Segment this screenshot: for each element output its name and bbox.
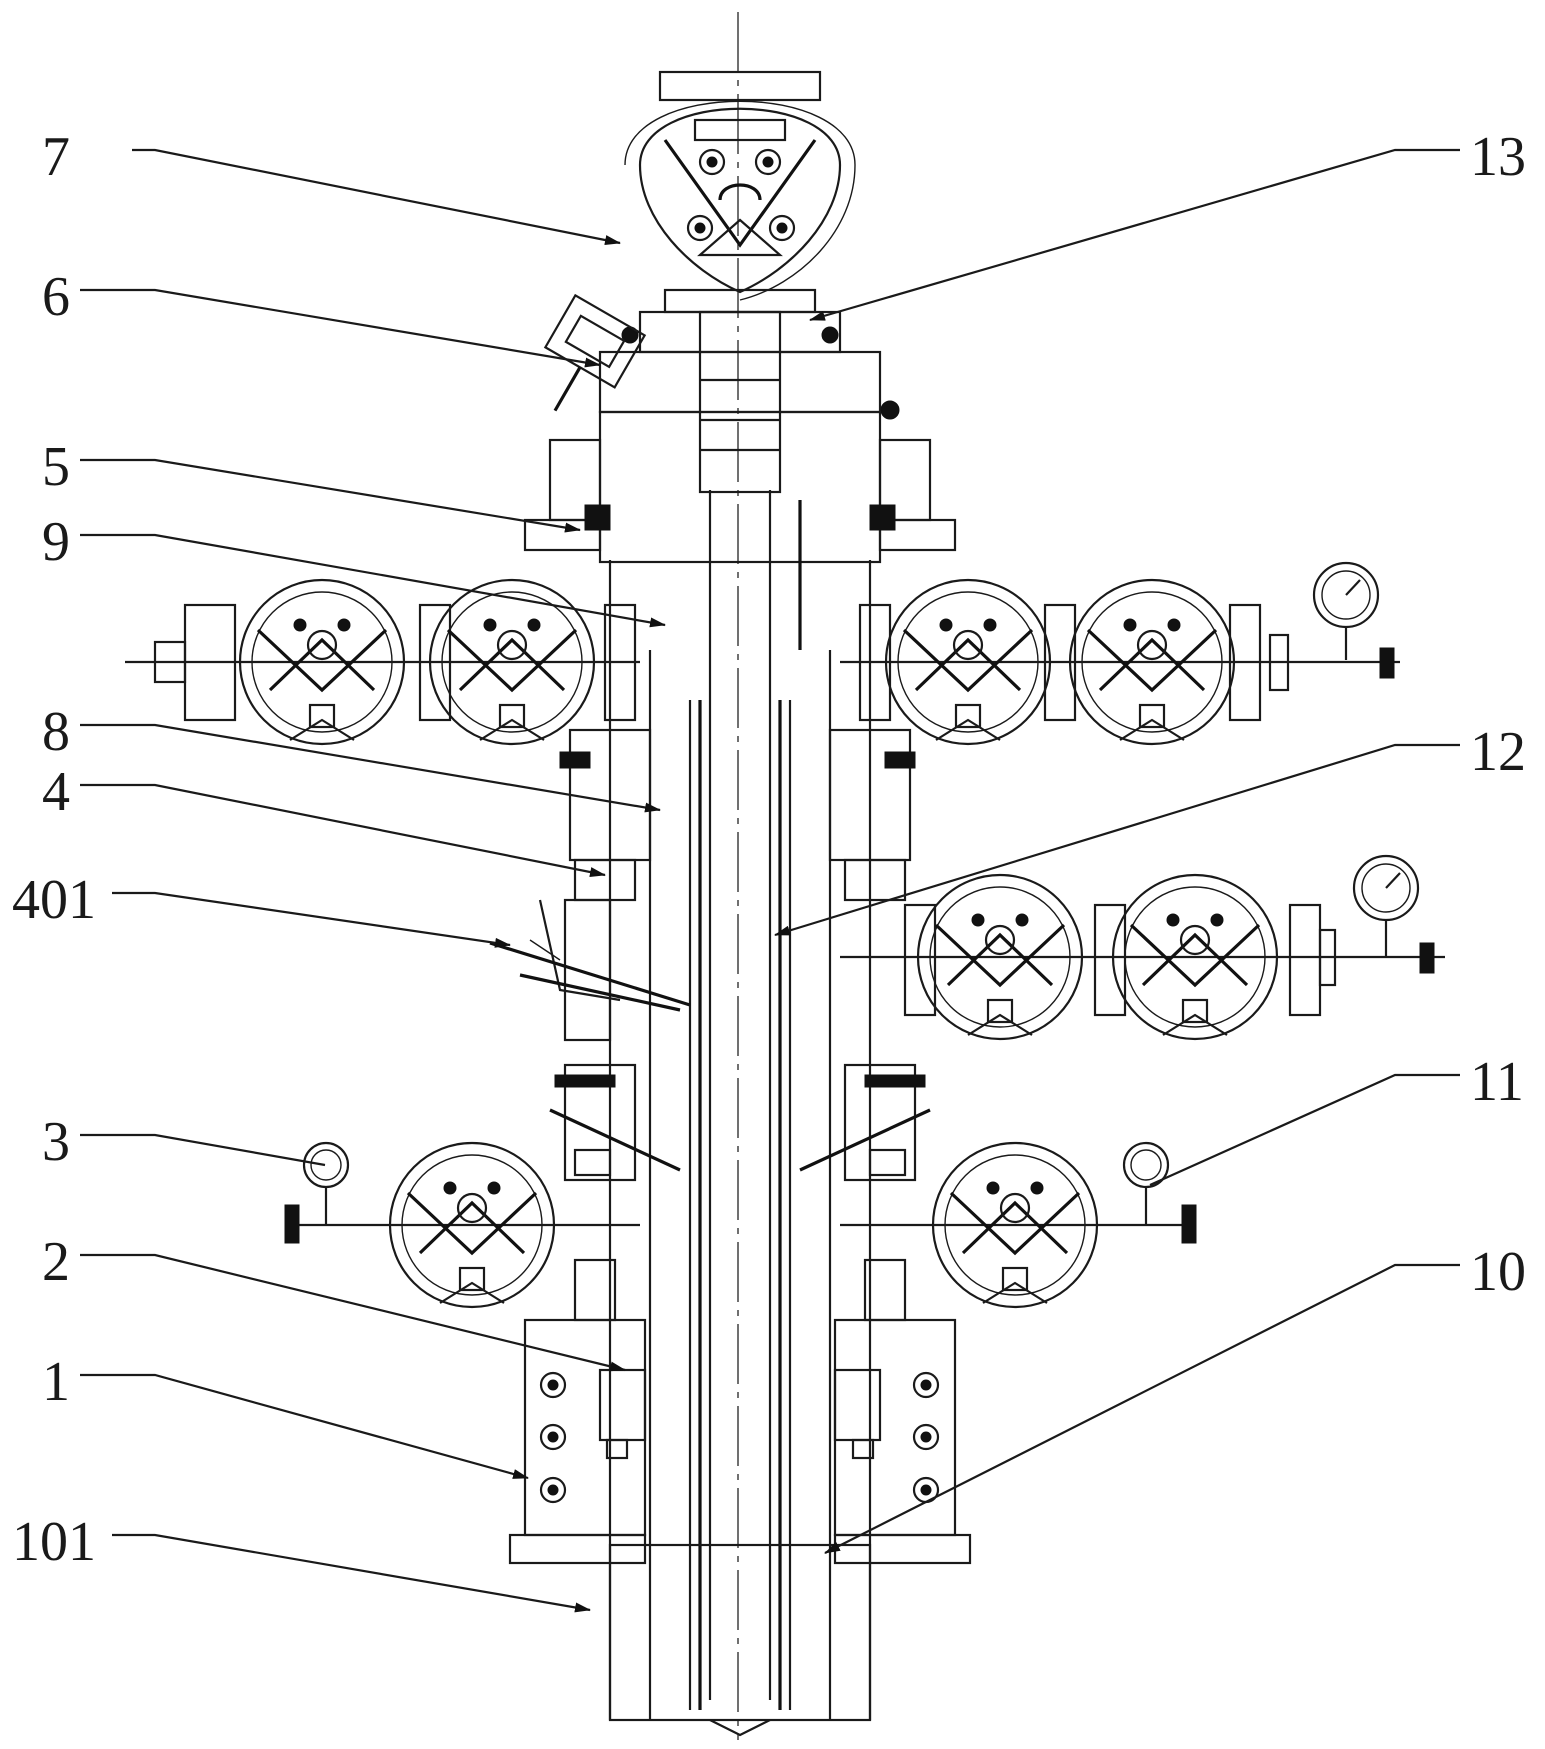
lower-spool [550, 1065, 930, 1320]
lower-left-wing-valve [285, 1143, 640, 1307]
label-101: 101 [12, 1511, 96, 1573]
label-1: 1 [42, 1351, 70, 1413]
upper-right-wing-valves [840, 563, 1400, 744]
middle-spool [490, 730, 915, 1040]
label-8: 8 [42, 701, 70, 763]
casing-head [510, 1320, 970, 1563]
label-7: 7 [42, 126, 70, 188]
label-2: 2 [42, 1231, 70, 1293]
label-6: 6 [42, 266, 70, 328]
tubing-adapter [600, 312, 899, 492]
label-401: 401 [12, 869, 96, 931]
label-4: 4 [42, 761, 70, 823]
label-12: 12 [1470, 721, 1526, 783]
label-3: 3 [42, 1111, 70, 1173]
lower-right-wing-valve [840, 1143, 1196, 1307]
main-bore [610, 490, 870, 1735]
label-5: 5 [42, 436, 70, 498]
label-11: 11 [1470, 1051, 1524, 1113]
label-10: 10 [1470, 1241, 1526, 1303]
label-9: 9 [42, 511, 70, 573]
label-13: 13 [1470, 126, 1526, 188]
upper-left-wing-valves [125, 580, 640, 744]
middle-right-wing-valves [840, 856, 1445, 1039]
